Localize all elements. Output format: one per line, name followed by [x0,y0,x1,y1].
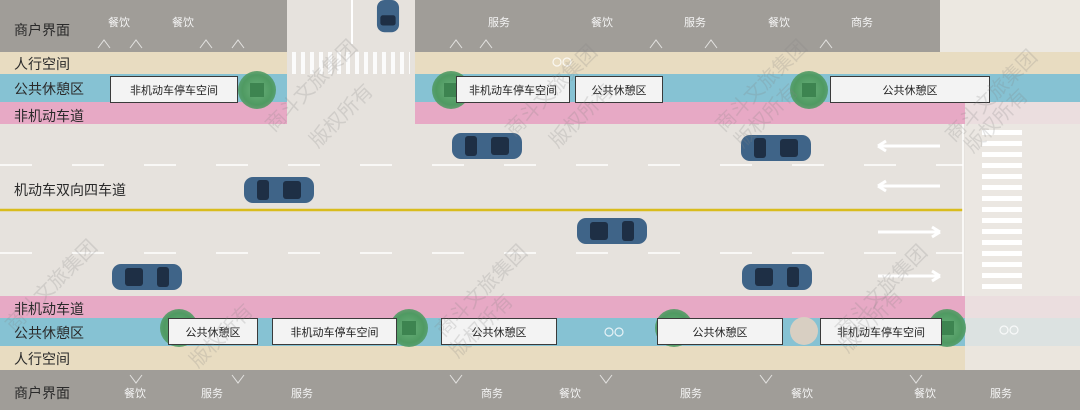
car-icon [741,135,811,161]
shop-label-bottom: 商务 [481,387,503,400]
crosswalk-right-2 [982,130,1022,290]
car-icon [112,264,182,290]
shop-label-bottom: 餐饮 [124,387,146,400]
tree-icon [238,71,276,109]
car-icon [742,264,812,290]
shop-label-top: 服务 [488,16,510,29]
pedestrian-zone-bottom [0,346,1080,370]
shop-label-bottom: 服务 [990,387,1012,400]
label-shop-bottom: 商户界面 [14,386,70,402]
rest-area-box: 公共休憩区 [168,318,258,345]
bike-lane-bottom [0,296,1080,318]
shop-label-bottom: 服务 [201,387,223,400]
right-road [940,0,1080,52]
shop-label-top: 商务 [851,16,873,29]
bike-parking-box: 非机动车停车空间 [456,76,570,103]
car-icon [577,218,647,244]
label-motor: 机动车双向四车道 [14,183,126,199]
label-bike-bottom: 非机动车道 [14,302,84,318]
label-rest-bottom: 公共休憩区 [14,326,84,342]
tree-icon [790,71,828,109]
bike-parking-box: 非机动车停车空间 [820,318,942,345]
rest-area-box: 公共休憩区 [657,318,783,345]
crosswalk-top [292,52,410,74]
pedestrian-zone-top [0,52,1080,74]
bike-parking-box: 非机动车停车空间 [272,318,397,345]
label-bike-top: 非机动车道 [14,109,84,125]
rest-area-box: 公共休憩区 [830,76,990,103]
side-street-centerline [351,0,353,44]
label-ped-bottom: 人行空间 [14,352,70,368]
shop-label-top: 餐饮 [768,16,790,29]
shop-label-top: 餐饮 [108,16,130,29]
shop-label-bottom: 餐饮 [914,387,936,400]
label-shop-top: 商户界面 [14,23,70,39]
bench-icon [790,317,818,345]
rest-area-box: 公共休憩区 [441,318,557,345]
car-icon [244,177,314,203]
bike-parking-box: 非机动车停车空间 [110,76,238,103]
shop-label-top: 餐饮 [172,16,194,29]
shop-label-bottom: 服务 [680,387,702,400]
rest-area-box: 公共休憩区 [575,76,663,103]
shop-label-top: 餐饮 [591,16,613,29]
shop-zone-bottom [0,370,1080,410]
shop-label-bottom: 服务 [291,387,313,400]
car-icon [376,0,400,33]
shop-label-top: 服务 [684,16,706,29]
label-rest-top: 公共休憩区 [14,82,84,98]
shop-label-bottom: 餐饮 [559,387,581,400]
shop-label-bottom: 餐饮 [791,387,813,400]
car-icon [452,133,522,159]
shop-zone-top [0,0,1080,52]
label-ped-top: 人行空间 [14,57,70,73]
